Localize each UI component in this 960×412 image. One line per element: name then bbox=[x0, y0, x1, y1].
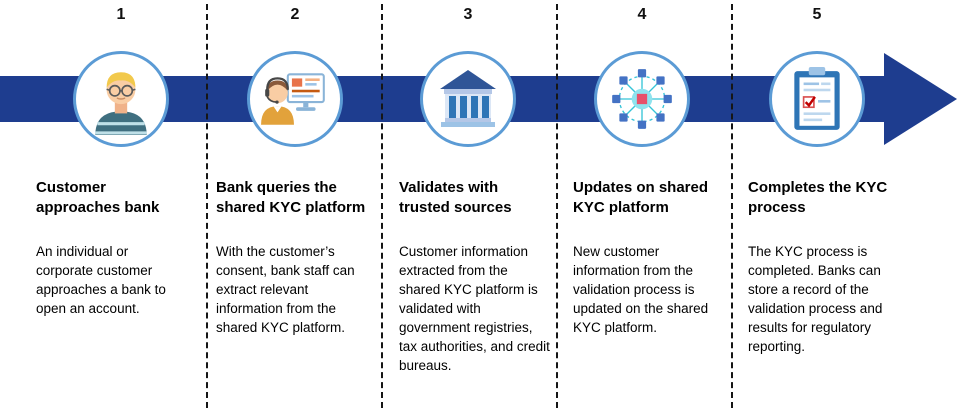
step-number-2: 2 bbox=[290, 6, 300, 23]
step-circle-1 bbox=[73, 51, 169, 147]
step-number-5: 5 bbox=[812, 6, 822, 23]
step-circle-5 bbox=[769, 51, 865, 147]
step-description-5: The KYC process is completed. Banks can … bbox=[748, 244, 883, 354]
step-circle-2 bbox=[247, 51, 343, 147]
step-circle-3 bbox=[420, 51, 516, 147]
column-separator bbox=[381, 4, 383, 408]
step-title-1: Customer approaches bank bbox=[36, 179, 160, 216]
step-number-3: 3 bbox=[463, 6, 473, 23]
step-number-4: 4 bbox=[637, 6, 647, 23]
column-separator bbox=[206, 4, 208, 408]
network-icon bbox=[612, 69, 672, 129]
customer-icon bbox=[95, 72, 147, 135]
step-title-5: Completes the KYC process bbox=[748, 179, 888, 216]
step-description-3: Customer information extracted from the … bbox=[399, 244, 550, 373]
step-title-3: Validates with trusted sources bbox=[399, 179, 512, 216]
bank-building-icon bbox=[440, 70, 496, 127]
column-separator bbox=[731, 4, 733, 408]
clipboard-check-icon bbox=[794, 67, 840, 130]
step-title-2: Bank queries the shared KYC platform bbox=[216, 179, 366, 216]
bank-staff-icon bbox=[261, 73, 325, 125]
step-number-1: 1 bbox=[116, 6, 126, 23]
step-circle-4 bbox=[594, 51, 690, 147]
step-description-1: An individual or corporate customer appr… bbox=[36, 244, 166, 316]
step-title-4: Updates on shared KYC platform bbox=[573, 179, 709, 216]
process-arrow-head bbox=[884, 53, 957, 145]
column-separator bbox=[556, 4, 558, 408]
step-description-2: With the customer’s consent, bank staff … bbox=[216, 244, 355, 335]
step-description-4: New customer information from the valida… bbox=[573, 244, 709, 335]
